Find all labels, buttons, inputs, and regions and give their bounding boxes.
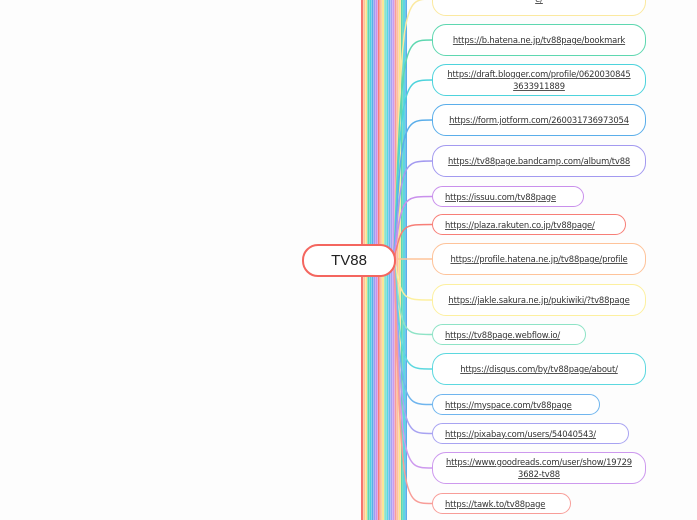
topic-node[interactable]: e/ <box>432 0 646 16</box>
topic-link[interactable]: https://issuu.com/tv88page <box>445 191 556 202</box>
topic-link[interactable]: https://tv88page.bandcamp.com/album/tv88 <box>447 156 631 166</box>
topic-node[interactable]: https://plaza.rakuten.co.jp/tv88page/ <box>432 214 626 235</box>
topic-node[interactable]: https://myspace.com/tv88page <box>432 394 600 415</box>
topic-node[interactable]: https://b.hatena.ne.jp/tv88page/bookmark <box>432 24 646 56</box>
topic-link[interactable]: https://www.goodreads.com/user/show/1972… <box>446 457 632 479</box>
topic-link[interactable]: https://draft.blogger.com/profile/062003… <box>447 69 631 91</box>
connector-line <box>393 119 433 260</box>
root-topic[interactable]: TV88 <box>302 244 396 277</box>
connector-line <box>393 223 433 260</box>
root-topic-label: TV88 <box>331 252 367 269</box>
topic-link[interactable]: https://tv88page.webflow.io/ <box>445 329 561 340</box>
topic-link[interactable]: e/ <box>535 0 543 5</box>
topic-link[interactable]: https://b.hatena.ne.jp/tv88page/bookmark <box>452 35 626 45</box>
topic-node[interactable]: https://tv88page.webflow.io/ <box>432 324 586 345</box>
topic-node[interactable]: https://tawk.to/tv88page <box>432 493 571 514</box>
connector-line <box>393 258 433 505</box>
topic-node[interactable]: https://issuu.com/tv88page <box>432 186 584 207</box>
topic-link[interactable]: https://tawk.to/tv88page <box>445 498 546 509</box>
topic-node[interactable]: https://pixabay.com/users/54040543/ <box>432 423 629 444</box>
connector-line <box>393 258 433 301</box>
connector-line <box>393 160 433 260</box>
topic-node[interactable]: https://draft.blogger.com/profile/062003… <box>432 64 646 96</box>
topic-node[interactable]: https://www.goodreads.com/user/show/1972… <box>432 452 646 484</box>
topic-link[interactable]: https://pixabay.com/users/54040543/ <box>445 428 596 439</box>
topic-link[interactable]: https://profile.hatena.ne.jp/tv88page/pr… <box>450 254 628 264</box>
topic-link[interactable]: https://disqus.com/by/tv88page/about/ <box>460 364 618 374</box>
topic-node[interactable]: https://profile.hatena.ne.jp/tv88page/pr… <box>432 243 646 275</box>
topic-link[interactable]: https://jakle.sakura.ne.jp/pukiwiki/?tv8… <box>448 295 630 305</box>
topic-link[interactable]: https://plaza.rakuten.co.jp/tv88page/ <box>445 219 595 230</box>
connector-line <box>393 79 433 260</box>
topic-link[interactable]: https://form.jotform.com/260031736973054 <box>449 115 629 125</box>
topic-link[interactable]: https://myspace.com/tv88page <box>445 399 572 410</box>
topic-node[interactable]: https://form.jotform.com/260031736973054 <box>432 104 646 136</box>
topic-node[interactable]: https://tv88page.bandcamp.com/album/tv88 <box>432 145 646 177</box>
topic-node[interactable]: https://jakle.sakura.ne.jp/pukiwiki/?tv8… <box>432 284 646 316</box>
connector-line <box>393 195 433 260</box>
topic-node[interactable]: https://disqus.com/by/tv88page/about/ <box>432 353 646 385</box>
